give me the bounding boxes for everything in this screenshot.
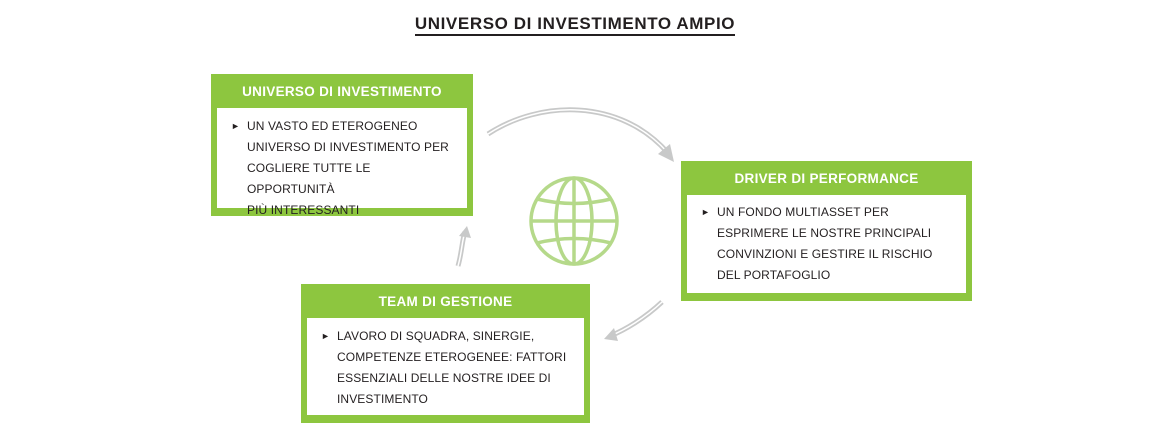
arrow-universe-to-driver	[486, 107, 674, 162]
box-line: UN FONDO MULTIASSET PER	[717, 205, 889, 219]
bullet-icon: ►	[701, 207, 711, 217]
box-heading: TEAM DI GESTIONE	[378, 294, 513, 309]
globe-icon	[529, 176, 619, 266]
box-body: ► UN FONDO MULTIASSET PER ESPRIMERE LE N…	[687, 195, 966, 293]
box-line: UNIVERSO DI INVESTIMENTO PER	[247, 140, 449, 154]
bullet-icon: ►	[321, 331, 331, 341]
box-driver-di-performance: DRIVER DI PERFORMANCE ► UN FONDO MULTIAS…	[681, 161, 972, 301]
bullet-icon: ►	[231, 121, 241, 131]
box-line: LAVORO DI SQUADRA, SINERGIE,	[337, 329, 535, 343]
box-line: CONVINZIONI E GESTIRE IL RISCHIO	[717, 247, 933, 261]
box-team-di-gestione: TEAM DI GESTIONE ► LAVORO DI SQUADRA, SI…	[301, 284, 590, 423]
box-universo-di-investimento: UNIVERSO DI INVESTIMENTO ► UN VASTO ED E…	[211, 74, 473, 217]
arrow-team-to-universe	[455, 226, 471, 267]
box-line: COGLIERE TUTTE LE OPPORTUNITÀ	[247, 161, 371, 196]
box-line: COMPETENZE ETEROGENEE: FATTORI	[337, 350, 567, 364]
box-line: INVESTIMENTO	[337, 392, 428, 406]
diagram-title: UNIVERSO DI INVESTIMENTO AMPIO	[0, 14, 1150, 36]
box-body: ► LAVORO DI SQUADRA, SINERGIE, COMPETENZ…	[307, 318, 584, 415]
box-line: DEL PORTAFOGLIO	[717, 268, 831, 282]
box-heading: DRIVER DI PERFORMANCE	[734, 171, 919, 186]
box-body: ► UN VASTO ED ETEROGENEO UNIVERSO DI INV…	[217, 108, 467, 217]
arrow-driver-to-team	[604, 300, 664, 341]
box-heading: UNIVERSO DI INVESTIMENTO	[242, 84, 442, 99]
box-line: ESPRIMERE LE NOSTRE PRINCIPALI	[717, 226, 932, 240]
box-line: PIÙ INTERESSANTI	[247, 203, 360, 217]
box-line: ESSENZIALI DELLE NOSTRE IDEE DI	[337, 371, 551, 385]
box-line: UN VASTO ED ETEROGENEO	[247, 119, 418, 133]
